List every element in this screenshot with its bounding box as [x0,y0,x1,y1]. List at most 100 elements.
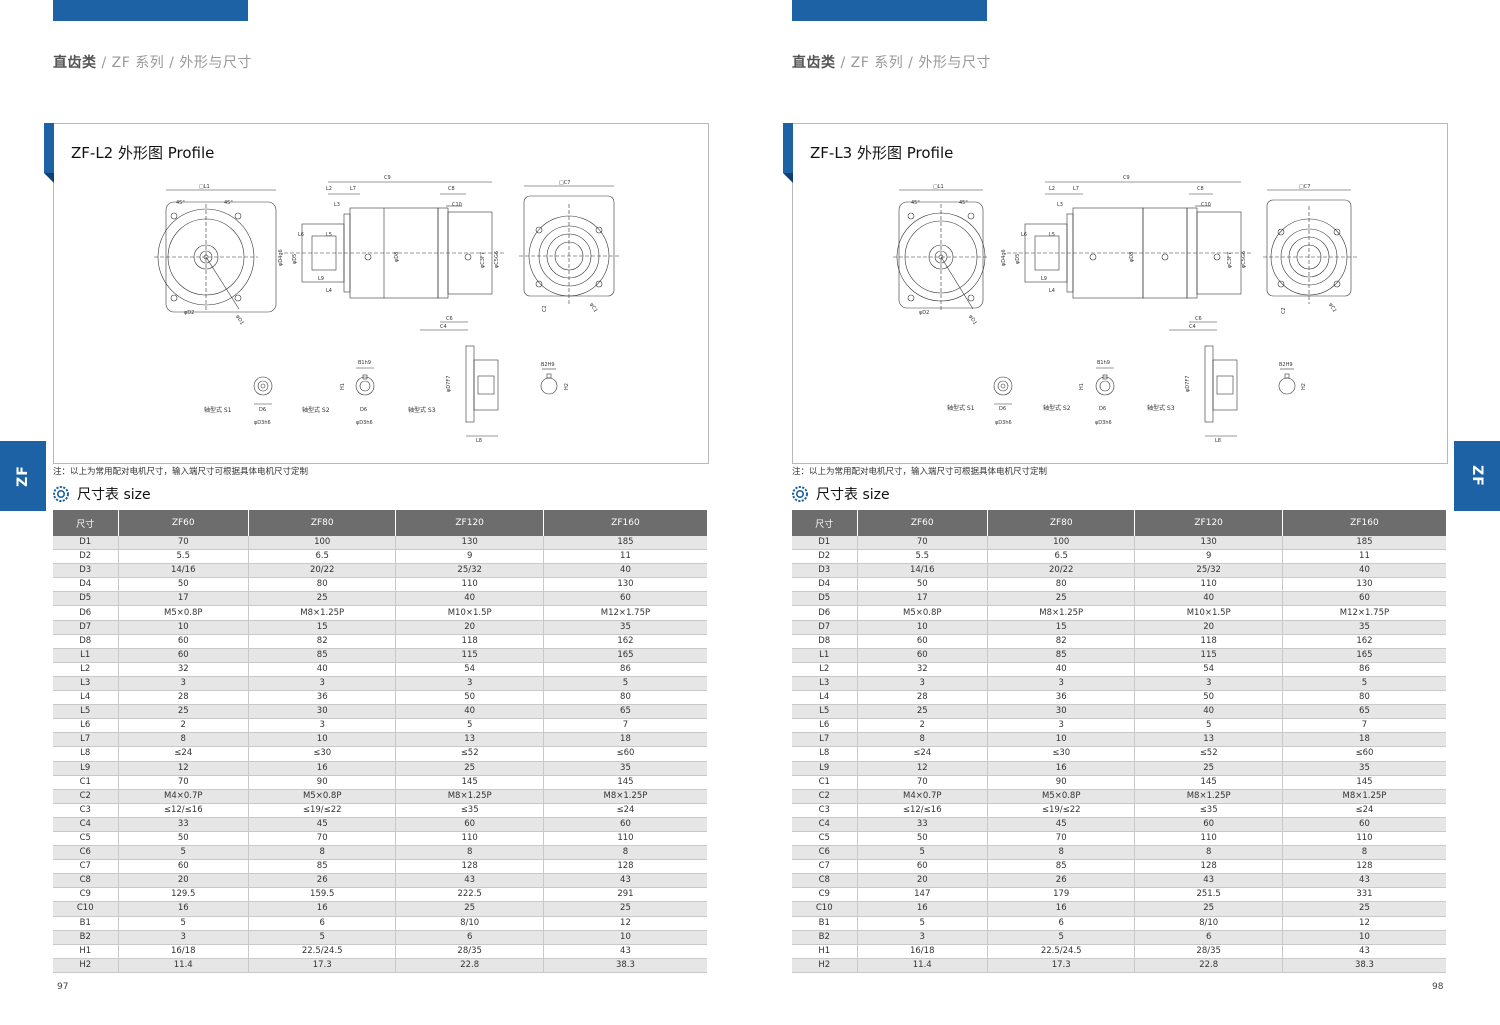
dim-label-c5: φC5G6 [1241,251,1247,268]
dimension-code-cell: C3 [792,803,858,818]
dim-label-c1: φC1 [588,302,598,314]
dimension-code-cell: C2 [53,789,119,804]
table-cell: 65 [1282,704,1446,720]
table-cell: ≤24 [1282,803,1446,818]
header-bar [792,0,987,21]
frame-accent [783,123,793,183]
table-cell: 35 [1282,761,1446,776]
table-cell: 54 [395,662,544,677]
table-cell: 28 [857,690,988,706]
dimension-code-cell: L6 [53,718,119,734]
table-cell: 5 [543,676,707,692]
column-header: ZF120 [1134,510,1283,536]
table-cell: 2 [857,718,988,734]
table-row: L8≤24≤30≤52≤60 [53,746,707,762]
table-cell: 3 [857,930,988,945]
table-cell: 25 [395,901,544,917]
dim-label-l7: L7 [350,186,356,192]
table-cell: M4×0.7P [118,789,249,804]
table-cell: 159.5 [248,887,397,903]
dim-label-d5: φD5 [292,254,298,264]
table-cell: 82 [987,634,1136,649]
table-cell: 20/22 [987,563,1136,579]
dim-label-b1: B1h9 [1097,360,1110,366]
dim-label-b1: B1h9 [358,360,371,366]
dim-label-l8: L8 [1215,438,1221,444]
table-cell: 110 [395,831,544,847]
dim-label-c10: C10 [1201,202,1211,208]
table-cell: 11.4 [118,958,249,973]
dimension-code-cell: D8 [53,634,119,649]
table-cell: 90 [987,775,1136,790]
dim-label-c10: C10 [452,202,462,208]
table-cell: 8 [395,845,544,861]
dimension-code-cell: L1 [53,648,119,663]
table-cell: 12 [1282,916,1446,931]
dimension-code-cell: D2 [53,549,119,565]
dim-label-c3: φC3F7 [480,252,486,268]
table-cell: M4×0.7P [857,789,988,804]
size-section-heading: 尺寸表 size [53,484,151,504]
table-cell: 7 [1282,718,1446,734]
table-cell: 35 [1282,620,1446,635]
dimension-code-cell: D1 [792,536,858,551]
table-cell: 25 [987,591,1136,607]
table-cell: 13 [395,732,544,748]
table-cell: 60 [857,648,988,663]
dim-label-l6: L6 [298,232,304,238]
table-cell: 15 [987,620,1136,635]
table-cell: 162 [1282,634,1446,649]
breadcrumb-section: 外形与尺寸 [179,55,252,71]
table-cell: ≤24 [857,746,988,762]
dimension-code-cell: L3 [792,676,858,692]
header-bar [53,0,248,21]
table-cell: 70 [987,831,1136,847]
dimension-code-cell: D8 [792,634,858,649]
dimension-code-cell: L4 [792,690,858,706]
table-cell: 5 [987,930,1136,945]
dimension-code-cell: L4 [53,690,119,706]
table-cell: M12×1.75P [543,605,707,621]
table-cell: 16 [987,761,1136,776]
table-note: 注：以上为常用配对电机尺寸，输入端尺寸可根据具体电机尺寸定制 [792,467,1048,477]
dim-label-c4: C4 [440,324,447,330]
dimension-code-cell: D7 [792,620,858,635]
table-cell: 30 [248,704,397,720]
table-cell: 86 [543,662,707,677]
dim-label-d8: φD8 [394,252,400,262]
table-cell: 20 [1134,620,1283,635]
table-cell: 130 [1134,536,1283,551]
table-cell: ≤19/≤22 [987,803,1136,818]
technical-drawing: □L1 45° 45° φD2 φD1 [893,175,1357,444]
profile-drawing-frame: ZF-L2 外形图 Profile □L1 45° 45° φD2 [44,123,709,464]
dim-label-c6: C6 [446,316,453,322]
table-cell: ≤12/≤16 [118,803,249,818]
table-cell: 5 [857,916,988,931]
table-cell: 60 [118,859,249,875]
side-gearbox-view: C9 L2 L7 L3 C8 C10 L6 L5 L9 L4 C6 C4 φD4… [278,175,504,331]
dimension-code-cell: D2 [792,549,858,565]
shaft-label-s1: 轴型式 S1 [204,406,232,414]
dimension-code-cell: L2 [792,662,858,677]
table-cell: 5 [118,845,249,861]
dim-label-c8: C8 [1197,186,1204,192]
table-cell: 60 [395,817,544,832]
table-cell: 20 [118,873,249,889]
table-cell: 40 [543,563,707,579]
table-cell: 11 [543,549,707,565]
table-row: C3≤12/≤16≤19/≤22≤35≤24 [792,803,1446,818]
table-cell: 8 [248,845,397,861]
front-flange-view: □L1 45° 45° φD2 φD1 [154,184,277,326]
shaft-type-s1: 轴型式 S1 D6 φD3h6 [947,376,1013,426]
